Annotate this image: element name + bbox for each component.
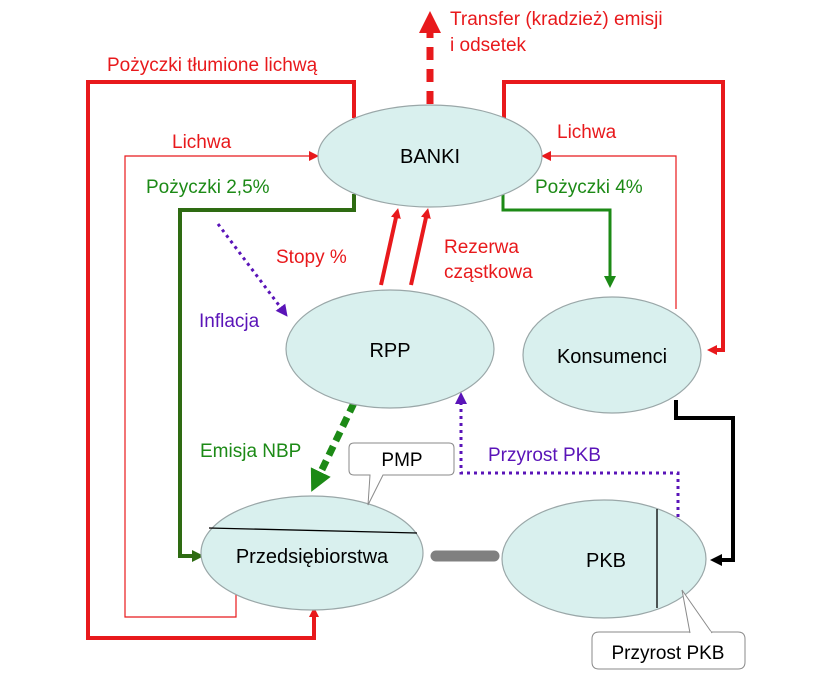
pmp-callout-label: PMP [381,450,422,471]
transfer-label-line2: i odsetek [450,35,527,56]
emisja-nbp-label: Emisja NBP [200,441,301,462]
inflacja-label: Inflacja [199,311,260,332]
pozyczki-4-label: Pożyczki 4% [535,177,643,198]
konsumenci-label: Konsumenci [557,346,667,368]
przyrost-pkb-arrow [455,392,680,517]
node-przedsiebiorstwa: Przedsiębiorstwa [200,495,424,611]
przedsiebiorstwa-label: Przedsiębiorstwa [236,546,389,568]
rpp-label: RPP [369,340,410,362]
lichwa-left-arrow [124,151,319,618]
rezerwa-arrow [409,208,431,286]
stopy-label: Stopy % [276,247,347,268]
node-rpp: RPP [285,289,495,409]
lichwa-left-label: Lichwa [172,132,232,153]
node-banki: BANKI [317,104,543,208]
inflacja-arrow [216,223,288,317]
pozyczki-25-arrow [178,194,356,562]
przyrost-pkb-arrow-label: Przyrost PKB [488,445,601,466]
banki-to-konsumenci-arrow [502,80,725,355]
callout-przyrost-pkb: Przyrost PKB [591,589,746,670]
emisja-nbp-arrow [310,401,358,492]
transfer-label-line1: Transfer (kradzież) emisji [450,9,663,30]
przedsiebiorstwa-divider [208,527,418,534]
node-konsumenci: Konsumenci [522,296,702,414]
node-pkb: PKB [501,499,707,619]
pozyczki-25-label: Pożyczki 2,5% [146,177,270,198]
rezerwa-label-line2: cząstkowa [444,262,533,283]
pozyczki-tlumione-arrow [86,80,356,640]
pkb-label: PKB [586,550,626,572]
callout-pmp: PMP [348,442,455,506]
lichwa-right-label: Lichwa [557,122,617,143]
pozyczki-tlumione-label: Pożyczki tłumione lichwą [107,55,318,76]
rezerwa-label-line1: Rezerwa [444,237,519,258]
lichwa-right-arrow [541,151,677,309]
konsumenci-to-pkb-arrow [674,400,735,566]
stopy-arrow [379,208,401,286]
banki-label: BANKI [400,146,460,168]
przyrost-pkb-callout-label: Przyrost PKB [612,643,725,664]
pozyczki-4-arrow [501,194,616,288]
